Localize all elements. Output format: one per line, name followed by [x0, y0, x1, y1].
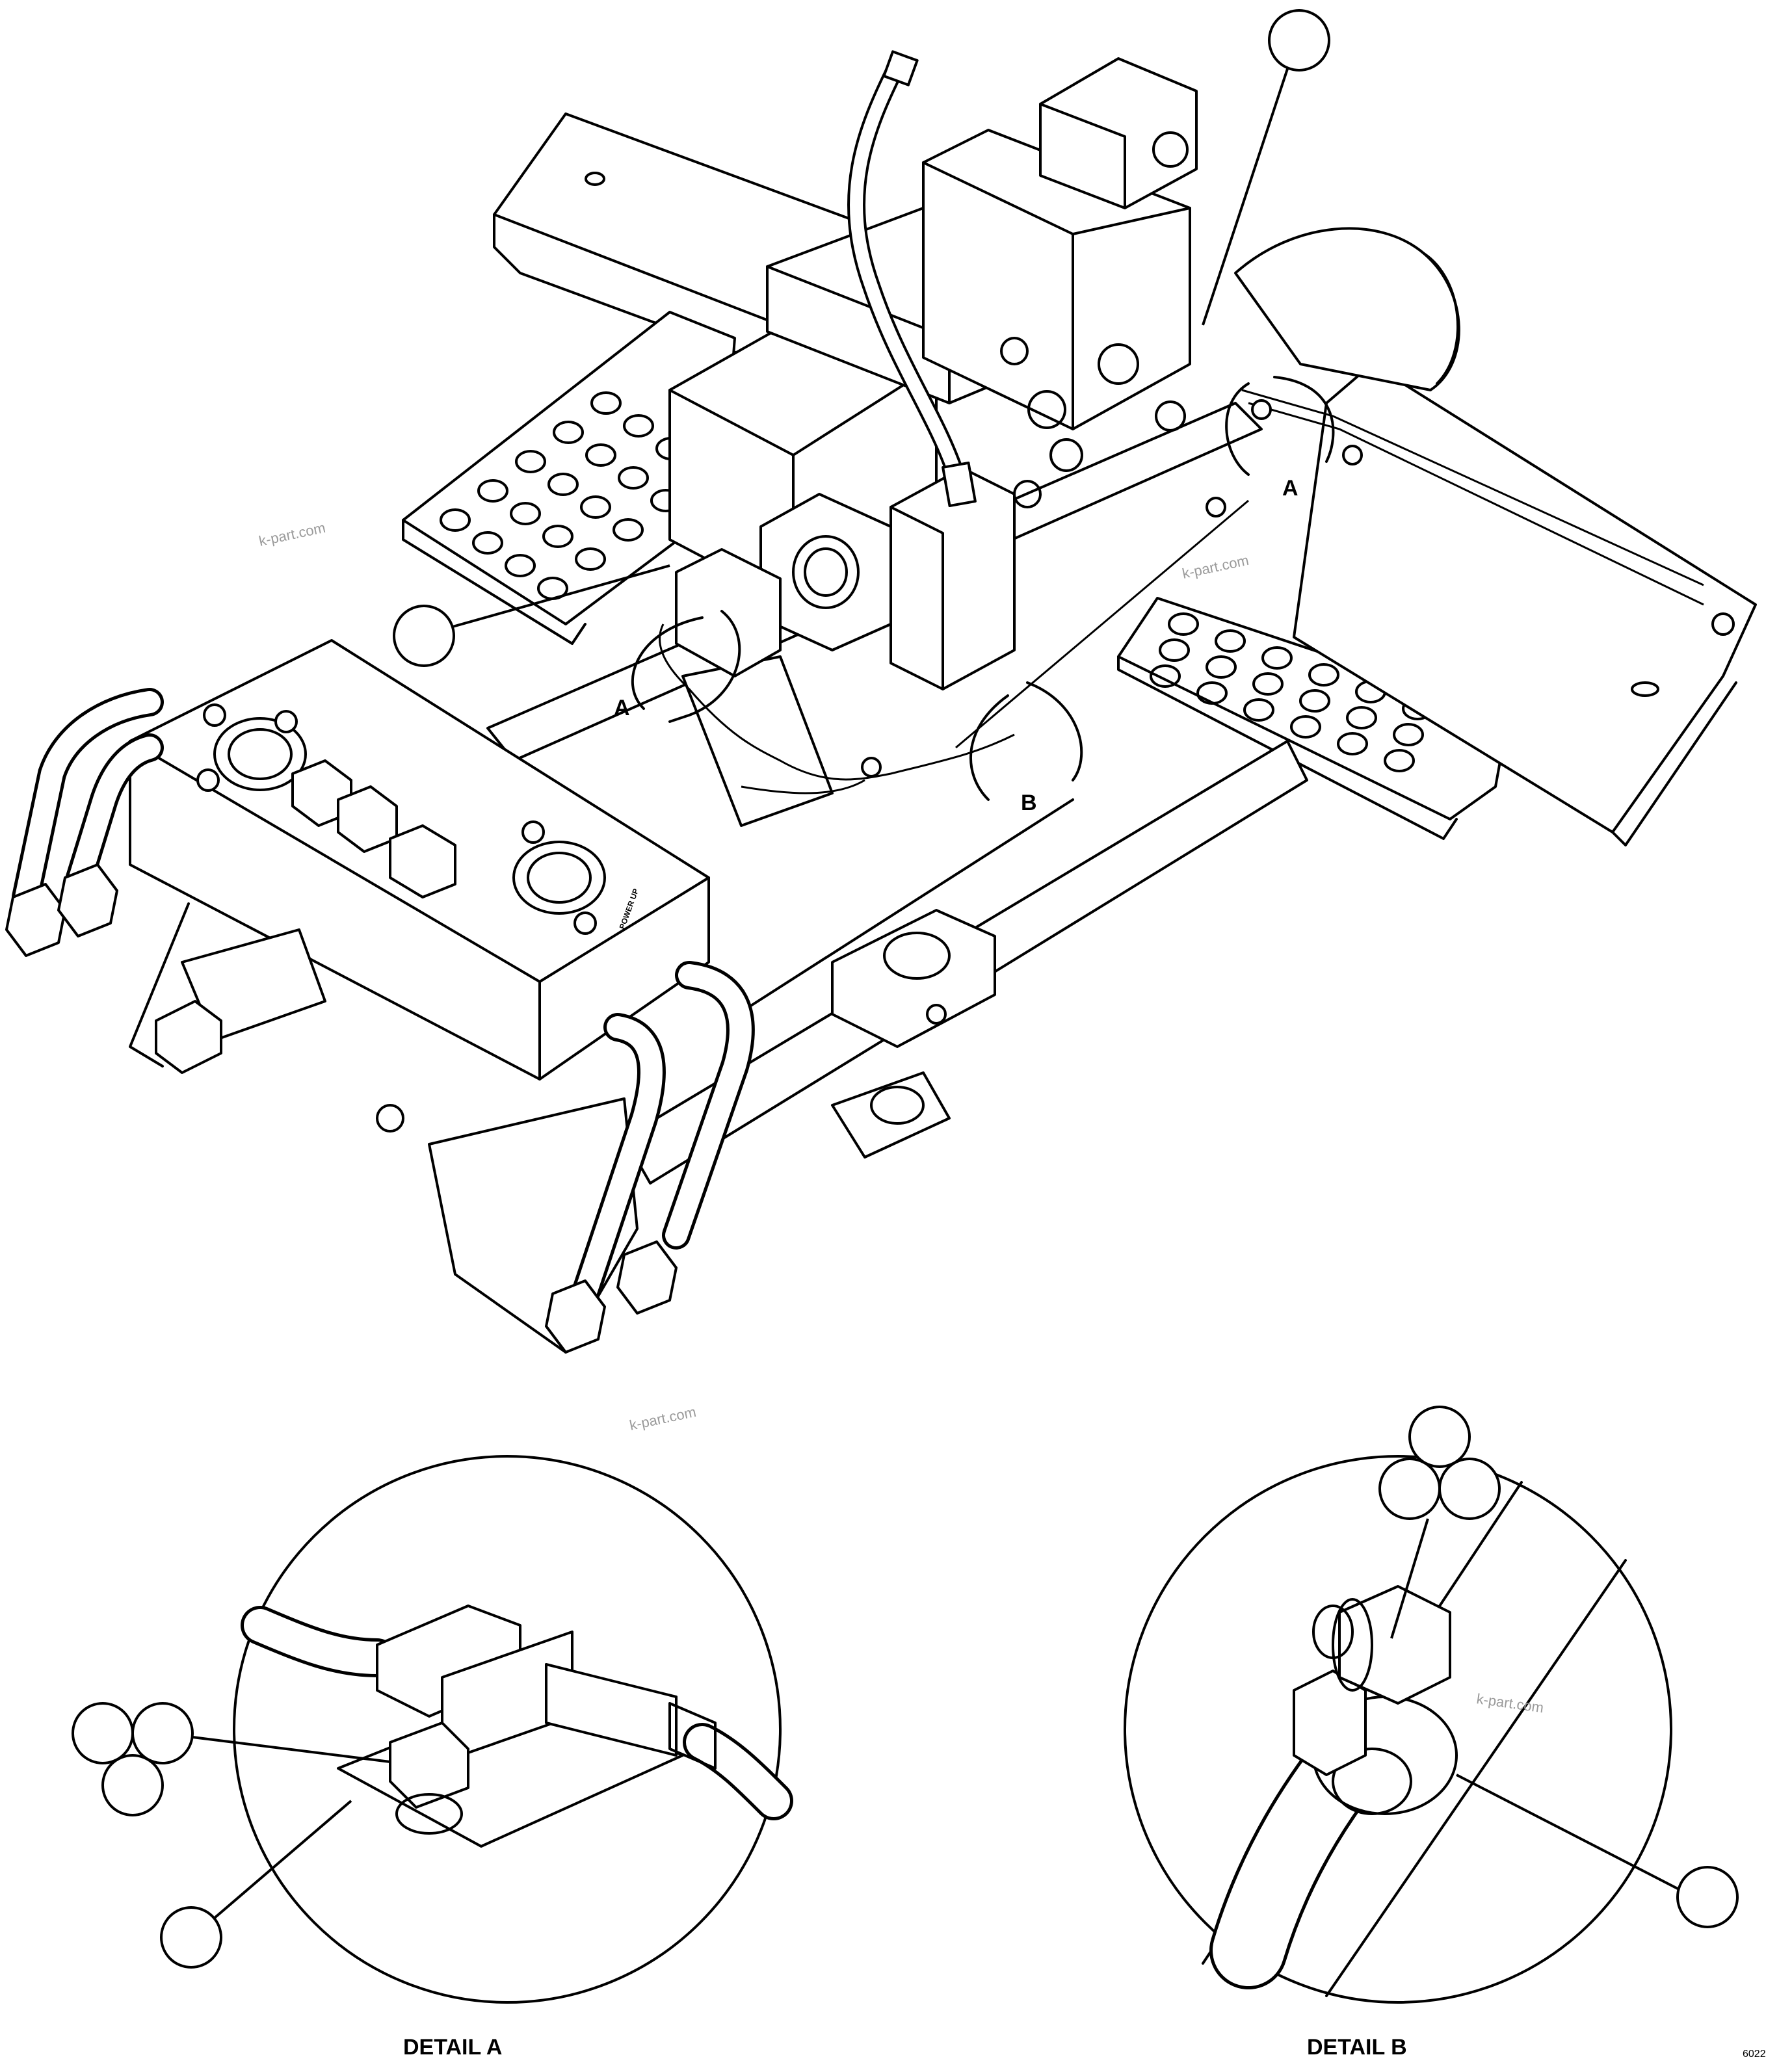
detail-b-title: DETAIL B	[1307, 2035, 1407, 2060]
perforation-hole	[623, 414, 654, 438]
perforation-hole	[1150, 664, 1181, 688]
perforation-hole	[472, 531, 503, 555]
detail-a-callout-2	[131, 1702, 194, 1764]
perforation-hole	[1308, 663, 1339, 687]
view-a-right-label: A	[1282, 476, 1298, 501]
perforation-hole	[613, 518, 644, 542]
detail-a-view: DETAIL A	[72, 1455, 793, 2060]
electric-motor	[1234, 227, 1460, 391]
detail-b-frame	[1124, 1455, 1672, 2004]
perforation-hole	[1261, 646, 1293, 670]
pump-stack	[668, 57, 1198, 690]
perforation-hole	[553, 421, 584, 444]
view-b-label: B	[1021, 791, 1037, 815]
perforation-hole	[585, 443, 616, 467]
detail-b-view: k-part.com DETAIL B	[1124, 1406, 1739, 2060]
perforation-hole	[575, 547, 606, 571]
watermark-2: k-part.com	[1181, 552, 1250, 582]
main-assembly-view: A A B POWER UP	[5, 9, 1757, 1434]
perforation-hole	[1206, 655, 1237, 679]
hydraulic-pipes	[5, 688, 755, 1354]
watermark-1: k-part.com	[257, 519, 327, 549]
perforation-hole	[542, 525, 573, 548]
perforation-hole	[1299, 689, 1330, 713]
detail-b-callout-3	[1438, 1458, 1501, 1520]
perforation-hole	[1290, 715, 1321, 739]
perforation-hole	[618, 466, 649, 490]
detail-b-callout-1	[1408, 1406, 1471, 1468]
perforation-hole	[510, 502, 541, 525]
detail-a-title: DETAIL A	[403, 2035, 502, 2060]
watermark-3: k-part.com	[628, 1404, 698, 1434]
detail-a-frame	[233, 1455, 782, 2004]
perforation-hole	[1346, 706, 1377, 729]
perforation-hole	[477, 479, 508, 503]
perforation-hole	[1393, 723, 1424, 746]
detail-markers: A A B	[614, 376, 1335, 815]
callout-circle-upper-right	[1268, 9, 1330, 72]
perforation-hole	[440, 508, 471, 532]
callout-circle-left	[393, 605, 455, 667]
detail-b-callout-2	[1378, 1458, 1441, 1520]
right-perforated-platform	[1117, 597, 1510, 840]
left-bracket	[129, 902, 222, 1074]
detail-a-callout-3	[101, 1754, 164, 1816]
perforation-hole	[1159, 638, 1190, 662]
sensor-lines	[659, 389, 1735, 794]
main-callouts	[393, 9, 1330, 667]
perforation-hole	[515, 450, 546, 473]
detail-a-callout-1	[72, 1702, 134, 1764]
perforation-hole	[505, 554, 536, 577]
detail-b-callout-4	[1676, 1866, 1739, 1928]
perforation-hole	[590, 391, 622, 415]
perforation-hole	[580, 495, 611, 519]
perforation-hole	[1243, 698, 1274, 722]
manifold-valve-block: POWER UP	[129, 639, 710, 1354]
perforation-hole	[1252, 672, 1284, 696]
perforation-hole	[547, 473, 579, 496]
view-a-left-label: A	[614, 696, 630, 720]
perforation-hole	[1337, 732, 1368, 755]
pipe-clamp	[831, 909, 996, 1159]
drawing-code: 6022	[1743, 2049, 1766, 2060]
perforation-hole	[1168, 612, 1199, 636]
upper-hose	[847, 50, 977, 508]
perforation-hole	[1384, 749, 1415, 772]
detail-a-callout-4	[160, 1906, 222, 1969]
perforation-hole	[1196, 681, 1228, 705]
perforation-hole	[1215, 629, 1246, 653]
